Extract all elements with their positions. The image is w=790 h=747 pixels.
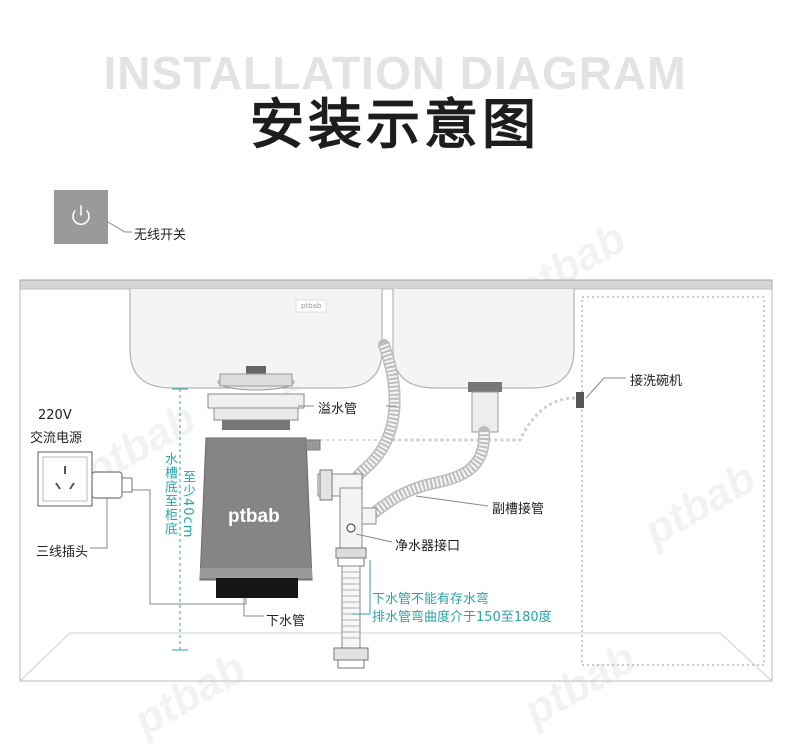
note-line2: 排水管弯曲度介于150至180度 [372, 610, 552, 625]
countertop [19, 279, 773, 290]
title-en: INSTALLATION DIAGRAM [103, 47, 687, 99]
three-pin-plug [91, 471, 123, 499]
secondary-sink-pipe-label: 副槽接管 [492, 502, 545, 517]
title-cn: 安装示意图 [250, 93, 540, 156]
plug-label: 三线插头 [36, 545, 89, 560]
sink-brand-mark: ptbab [301, 302, 322, 310]
disposer-brand: ptbab [228, 506, 280, 527]
dishwasher-label: 接洗碗机 [630, 374, 683, 389]
stopper [246, 366, 266, 376]
dishwasher-area [581, 296, 765, 666]
installation-diagram [19, 221, 773, 682]
power-voltage-label: 220V [38, 408, 72, 423]
height-label-1: 水槽底至柜底 [162, 452, 177, 536]
wireless-switch [54, 190, 108, 244]
purifier-port [346, 523, 356, 533]
wall-socket [37, 451, 93, 507]
note-line1: 下水管不能有存水弯 [372, 592, 490, 607]
power-source-label: 交流电源 [30, 431, 83, 446]
switch-label: 无线开关 [134, 228, 187, 243]
overflow-pipe-label: 溢水管 [318, 402, 358, 417]
height-label-2: 至少40cm [180, 470, 195, 539]
purifier-port-label: 净水器接口 [395, 539, 461, 554]
power-icon [72, 205, 90, 226]
sink-right [392, 289, 575, 389]
disposer-base [216, 578, 298, 598]
disposer-body [199, 437, 313, 581]
drain-pipe-label: 下水管 [266, 614, 306, 629]
